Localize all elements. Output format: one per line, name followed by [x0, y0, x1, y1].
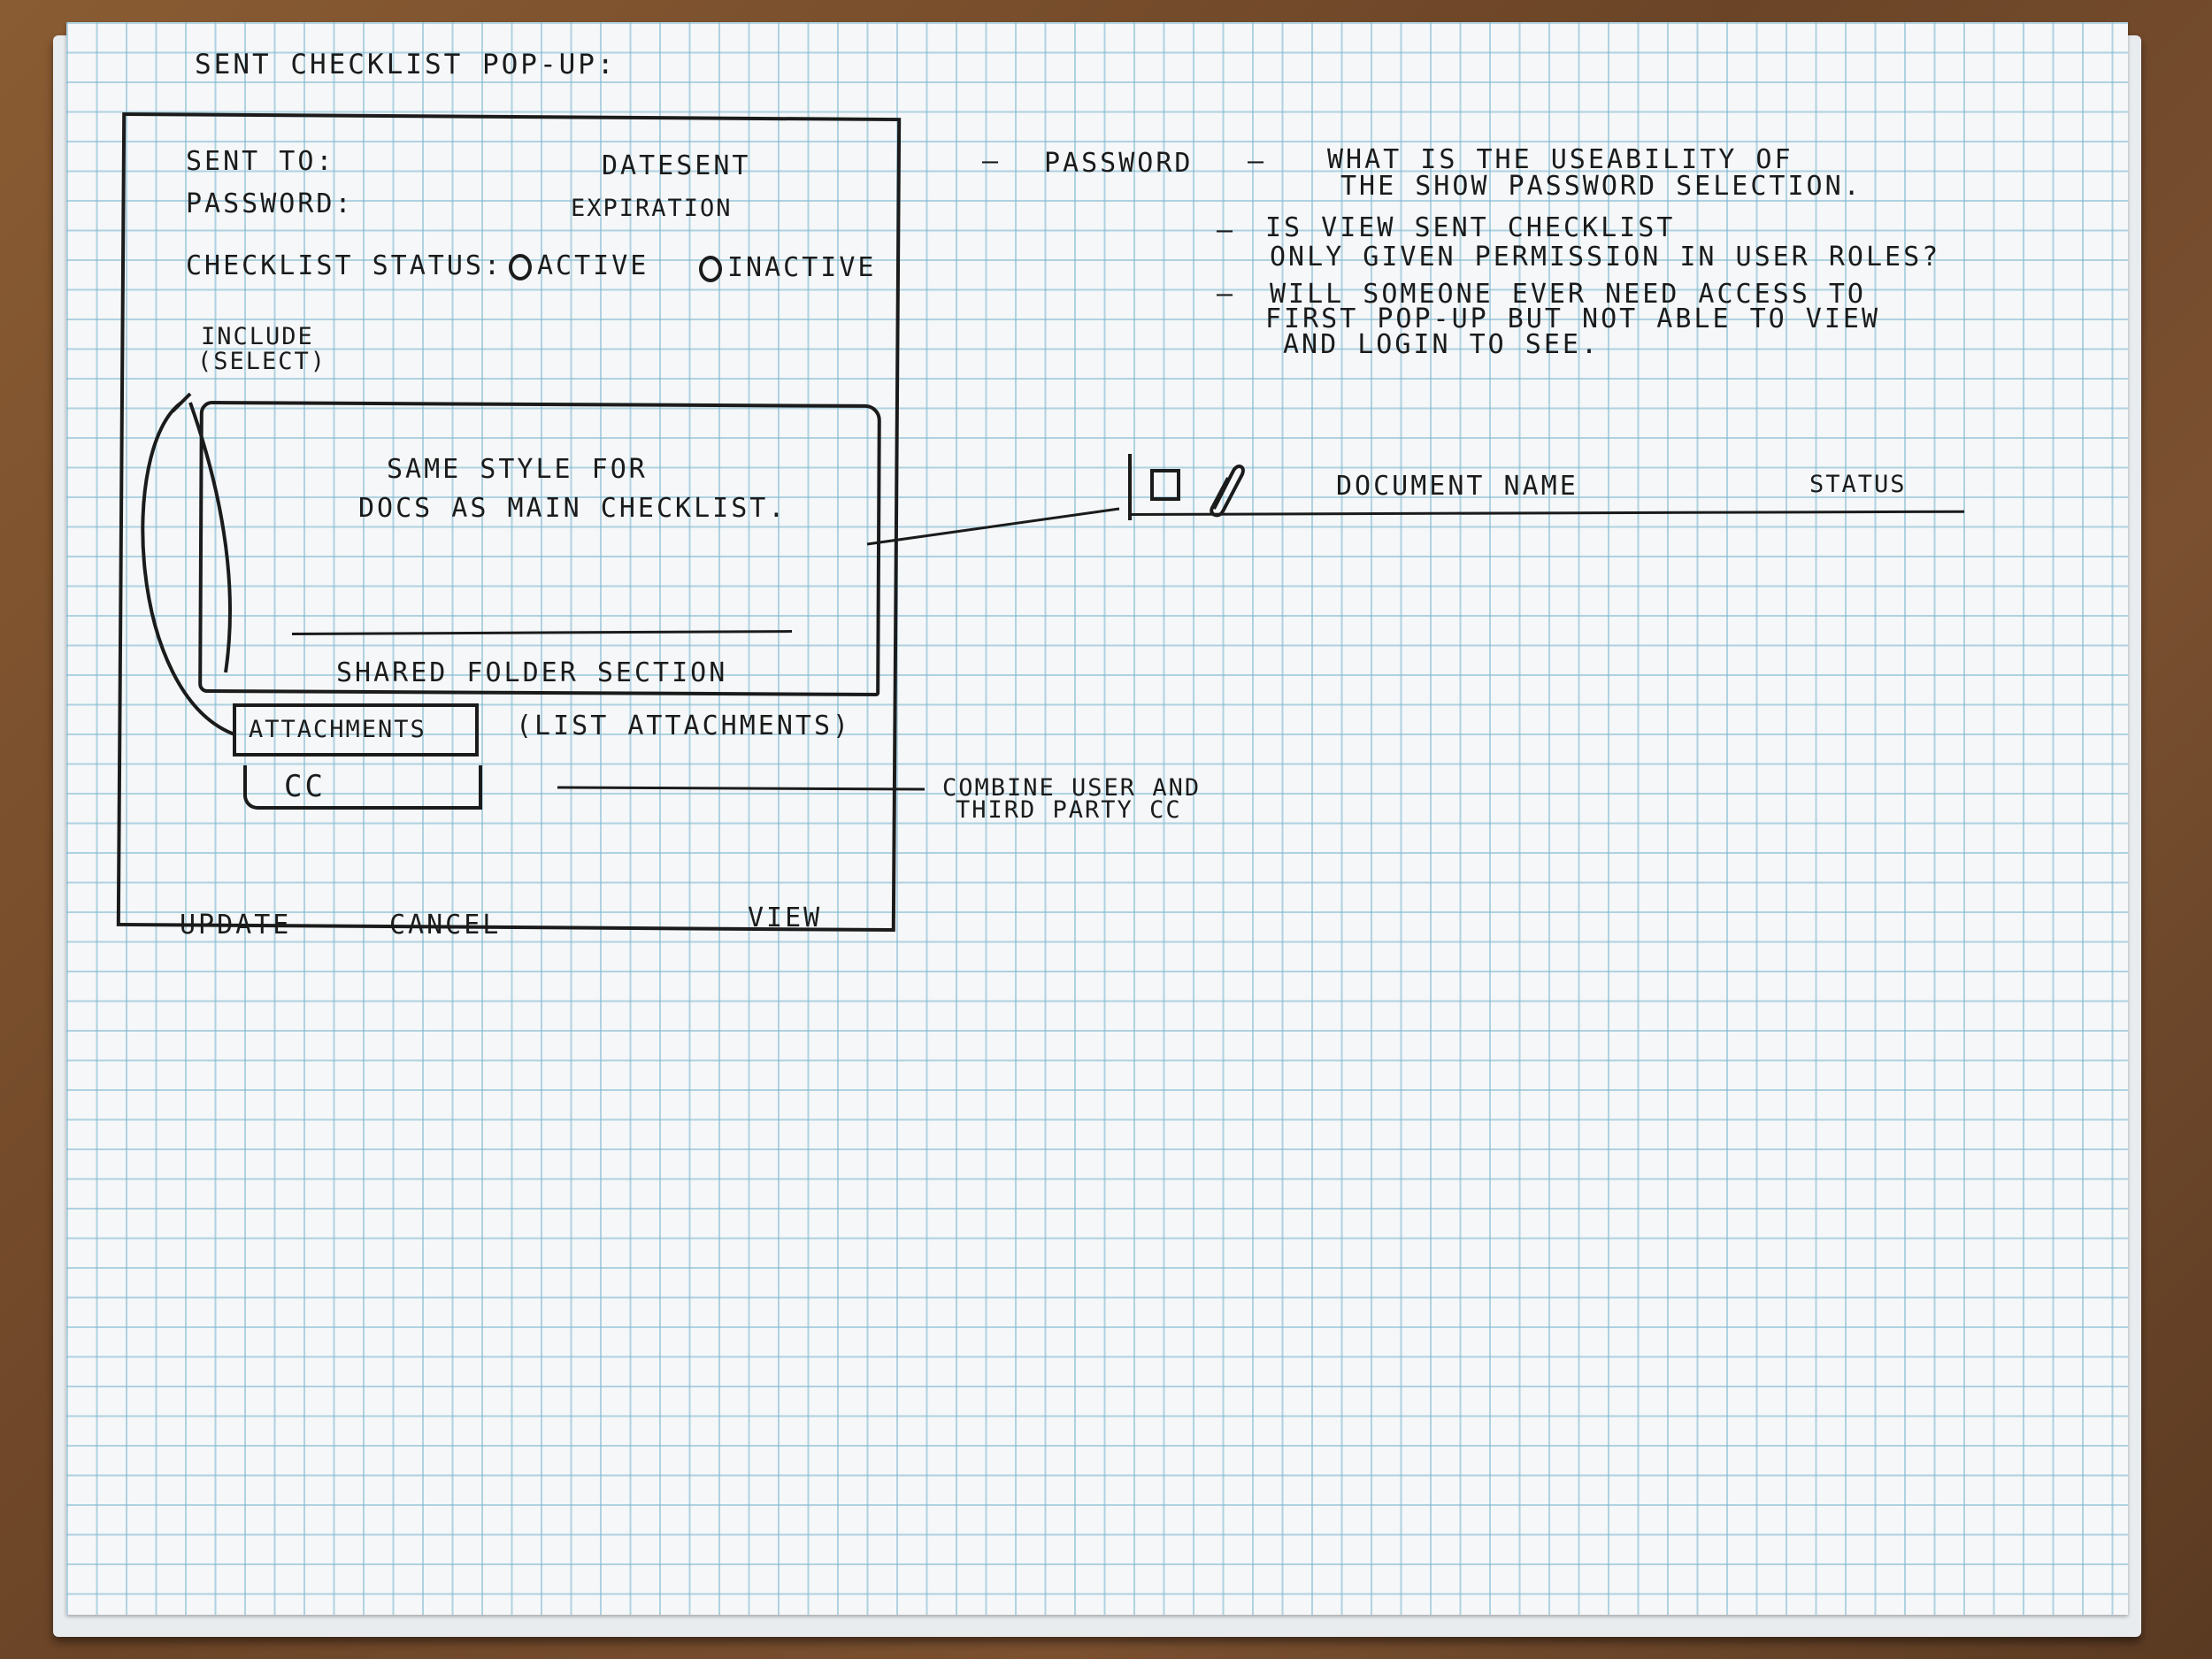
graph-paper-sheet: SENT CHECKLIST POP-UP: SENT TO: DATESENT… [66, 22, 2128, 1615]
note-dash-4: – [1217, 279, 1236, 310]
update-button[interactable]: UPDATE [180, 910, 292, 941]
note1-line1: WHAT IS THE USEABILITY OF [1327, 144, 1793, 175]
sketch-title: SENT CHECKLIST POP-UP: [195, 49, 617, 81]
note-dash-1: – [982, 146, 1002, 177]
radio-inactive-label: INACTIVE [727, 252, 877, 283]
sent-to-label: SENT TO: [186, 146, 335, 177]
status-header: STATUS [1809, 471, 1907, 498]
expiration-label: EXPIRATION [571, 195, 733, 222]
note2-line2: ONLY GIVEN PERMISSION IN USER ROLES? [1270, 242, 1941, 273]
radio-inactive[interactable]: INACTIVE [699, 252, 877, 283]
radio-circle-icon [699, 255, 722, 282]
doc-row-left-edge [1128, 454, 1132, 520]
docs-note-line1: SAME STYLE FOR [387, 454, 648, 485]
docs-note-line2: DOCS AS MAIN CHECKLIST. [358, 493, 787, 524]
note3-line3: AND LOGIN TO SEE. [1283, 329, 1601, 360]
note3-line1: WILL SOMEONE EVER NEED ACCESS TO [1270, 279, 1866, 310]
radio-active-label: ACTIVE [537, 250, 649, 281]
cc-field-label: CC [284, 769, 326, 804]
view-button[interactable]: VIEW [748, 902, 823, 933]
cc-annotation-line2: THIRD PARTY CC [956, 796, 1182, 824]
password-label: PASSWORD: [186, 188, 354, 219]
cancel-button[interactable]: CANCEL [389, 910, 502, 941]
radio-active[interactable]: ACTIVE [509, 250, 649, 281]
paperclip-icon [1210, 465, 1245, 518]
note2-line1: IS VIEW SENT CHECKLIST [1265, 212, 1676, 243]
checkbox-icon[interactable] [1150, 469, 1180, 501]
attachments-note: (LIST ATTACHMENTS) [516, 710, 852, 741]
radio-circle-icon [509, 253, 532, 280]
note-password-heading: PASSWORD [1044, 148, 1194, 179]
connector-lines [557, 507, 1120, 791]
include-bracket [141, 392, 235, 736]
document-name-header: DOCUMENT NAME [1336, 471, 1578, 502]
cc-field[interactable]: CC [243, 765, 482, 810]
attachments-button-label: ATTACHMENTS [249, 716, 426, 743]
note3-line2: FIRST POP-UP BUT NOT ABLE TO VIEW [1265, 303, 1881, 334]
attachments-button[interactable]: ATTACHMENTS [233, 703, 479, 757]
note1-line2: THE SHOW PASSWORD SELECTION. [1340, 171, 1863, 202]
include-select-label: (SELECT) [197, 348, 327, 375]
shared-folder-label: SHARED FOLDER SECTION [336, 657, 728, 688]
include-label: INCLUDE [201, 323, 314, 350]
date-sent-label: DATESENT [602, 150, 751, 181]
note-dash-3: – [1217, 215, 1236, 246]
note-dash-2: – [1248, 146, 1267, 177]
cc-annotation-line1: COMBINE USER AND [942, 774, 1202, 802]
checklist-status-label: CHECKLIST STATUS: [186, 250, 503, 281]
